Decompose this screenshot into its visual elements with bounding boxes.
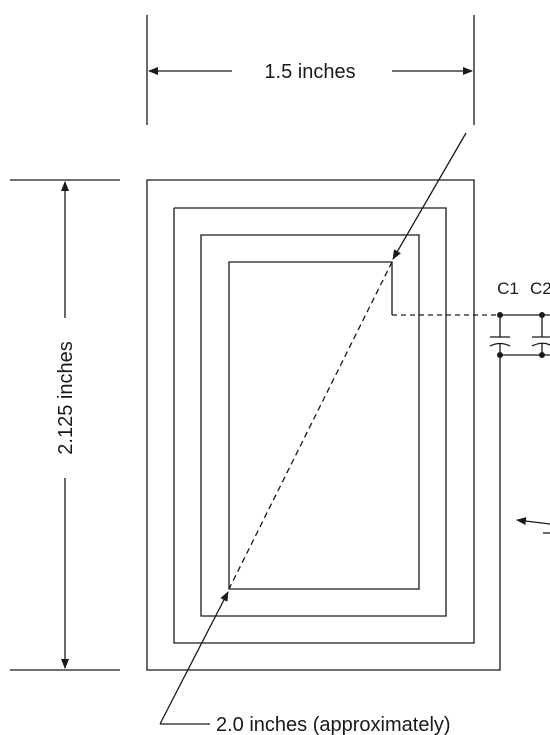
node-c1-top [497,312,503,318]
height-label: 2.125 inches [55,341,77,454]
capacitor-label-c2: C2 [530,279,550,298]
diagonal-leader-bottom [159,591,229,725]
coil-middle-turn [174,207,447,617]
node-c1-bottom [497,352,503,358]
width-label: 1.5 inches [264,61,355,83]
right-pointer-arrow [516,517,550,526]
diagonal-leader-top [392,132,467,260]
diagonal-dimension-dashed [228,261,393,590]
node-c2-bottom [539,352,545,358]
coil-outer-turn [146,179,501,671]
diagonal-label: 2.0 inches (approximately) [216,714,451,735]
capacitor-label-c1: C1 [497,279,519,298]
c2-plate-bottom [531,342,550,347]
node-c2-top [539,312,545,318]
